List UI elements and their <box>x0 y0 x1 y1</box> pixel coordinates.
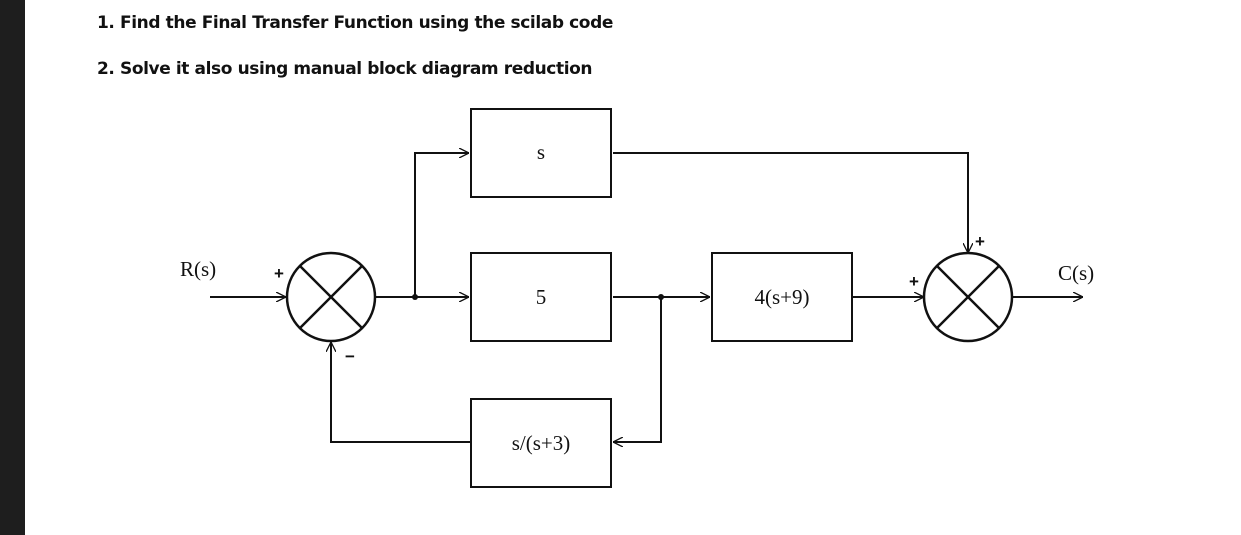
question-2: 2. Solve it also using manual block diag… <box>97 59 593 79</box>
sum1-feedback-sign: − <box>345 347 355 366</box>
block-top-label: s <box>537 140 545 164</box>
block-top <box>470 108 612 198</box>
summing-junction-1 <box>285 251 377 343</box>
feedback-return-line <box>331 342 471 443</box>
summing-junction-2 <box>922 251 1014 343</box>
pickoff-point-2 <box>658 294 664 300</box>
block-middle-label: 5 <box>536 285 547 309</box>
top-block-output-line <box>613 152 968 253</box>
block-forward-label: 4(s+9) <box>754 285 809 309</box>
question-1: 1. Find the Final Transfer Function usin… <box>97 13 613 33</box>
input-label: R(s) <box>180 257 216 281</box>
block-middle <box>470 252 612 342</box>
pickoff-point-1 <box>412 294 418 300</box>
left-edge-bar <box>0 0 25 535</box>
sum2-top-sign: + <box>975 232 985 251</box>
block-feedback-label: s/(s+3) <box>512 431 571 455</box>
block-forward <box>711 252 853 342</box>
output-label: C(s) <box>1058 261 1094 285</box>
sum2-forward-sign: + <box>909 272 919 291</box>
block-feedback <box>470 398 612 488</box>
sum1-input-sign: + <box>274 264 284 283</box>
branch-to-top-block <box>414 153 469 297</box>
feedback-branch-line <box>613 297 662 442</box>
